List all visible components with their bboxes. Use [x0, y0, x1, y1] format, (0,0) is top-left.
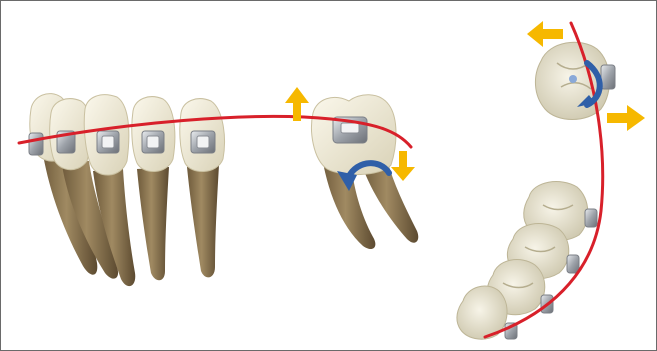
- arrow-right-icon: [607, 105, 645, 131]
- arrow-left-icon: [527, 21, 563, 47]
- tooth-lateral-5-premolar: [180, 99, 225, 278]
- anterior-teeth-group: [29, 94, 225, 287]
- occlusal-molar: [535, 42, 615, 119]
- arrow-down-icon: [391, 151, 415, 181]
